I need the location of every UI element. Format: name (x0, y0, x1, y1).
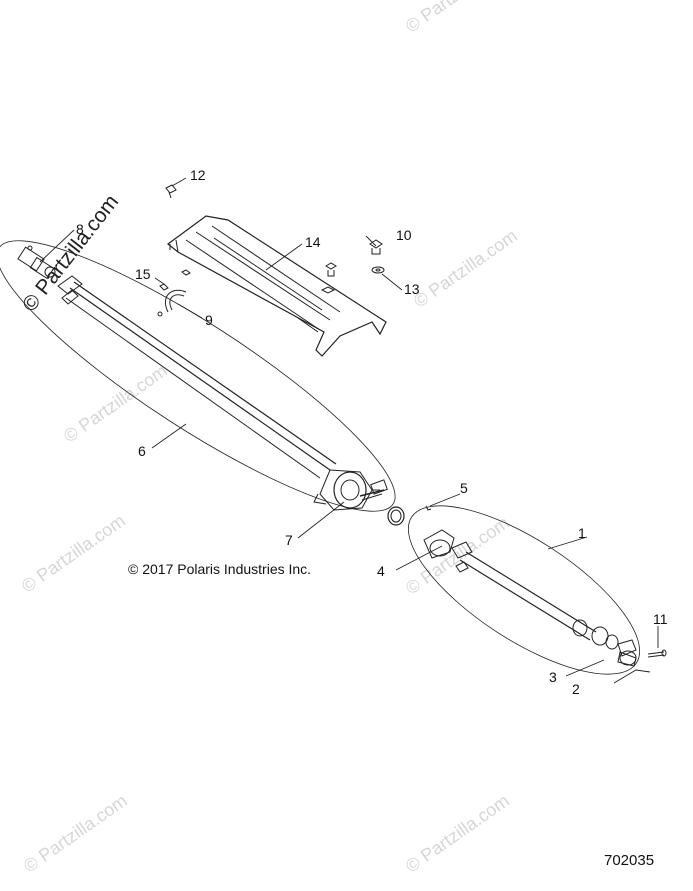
callout-9: 9 (205, 312, 213, 328)
diagram-number: 702035 (604, 852, 655, 869)
callout-14: 14 (305, 234, 321, 250)
pin-11 (647, 649, 667, 658)
callout-7: 7 (285, 532, 293, 548)
callout-2: 2 (572, 681, 580, 697)
callout-6: 6 (138, 443, 146, 459)
callout-12: 12 (190, 167, 206, 183)
snap-ring (387, 506, 405, 526)
prop-shaft-short (423, 529, 637, 667)
nut-13 (371, 266, 385, 274)
callout-3: 3 (549, 669, 557, 685)
bolt-12 (165, 184, 177, 199)
callout-15: 15 (135, 266, 151, 282)
callout-11: 11 (653, 611, 668, 627)
callout-10: 10 (396, 227, 412, 243)
callout-1: 1 (578, 525, 586, 541)
group-outline-6 (0, 240, 396, 512)
clip (157, 269, 191, 317)
group-outline-1 (407, 505, 641, 675)
bolt-10 (320, 239, 383, 294)
heat-shield (167, 215, 387, 357)
callout-8: 8 (76, 221, 84, 237)
callout-5: 5 (460, 480, 468, 496)
pin-5 (425, 505, 432, 511)
leader-lines (39, 177, 659, 684)
callout-13: 13 (404, 281, 420, 297)
prop-shaft-long (17, 245, 388, 511)
copyright-text: © 2017 Polaris Industries Inc. (128, 561, 312, 577)
callout-4: 4 (377, 563, 385, 579)
